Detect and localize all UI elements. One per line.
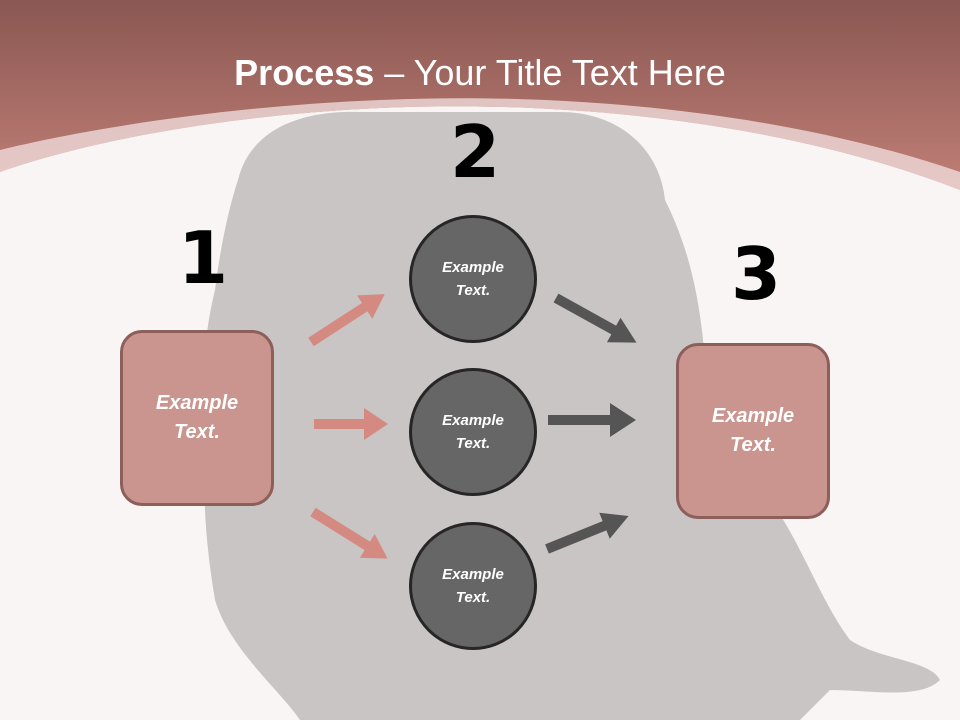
step-number-2: 2 (450, 110, 501, 194)
outgoing-arrows (545, 293, 637, 554)
title-rest: Your Title Text Here (413, 52, 726, 93)
step-number-3: 3 (731, 232, 782, 316)
arrow-right-in (314, 408, 388, 440)
process-circle-bottom: Example Text. (409, 522, 537, 650)
end-box: Example Text. (676, 343, 830, 519)
start-box: Example Text. (120, 330, 274, 506)
arrow-right-out (548, 403, 636, 437)
step-number-1: 1 (178, 216, 229, 300)
process-circle-top: Example Text. (409, 215, 537, 343)
process-circle-middle: Example Text. (409, 368, 537, 496)
end-box-text: Example Text. (711, 405, 795, 456)
header-band (0, 0, 960, 190)
arrow-up-right-out (545, 512, 629, 554)
circle-bottom-text: Example Text. (442, 566, 504, 606)
arrow-down-right-out (553, 293, 637, 343)
arrow-up-right-in (308, 294, 385, 347)
circle-top-text: Example Text. (442, 259, 504, 299)
incoming-arrows (308, 294, 388, 559)
title-bold: Process (234, 52, 375, 93)
slide-title: Process – Your Title Text Here (0, 52, 960, 94)
arrow-down-right-in (310, 507, 388, 559)
title-separator: – (374, 52, 414, 93)
header-swoosh (0, 98, 960, 190)
start-box-text: Example Text. (155, 392, 239, 443)
circle-middle-text: Example Text. (442, 412, 504, 452)
